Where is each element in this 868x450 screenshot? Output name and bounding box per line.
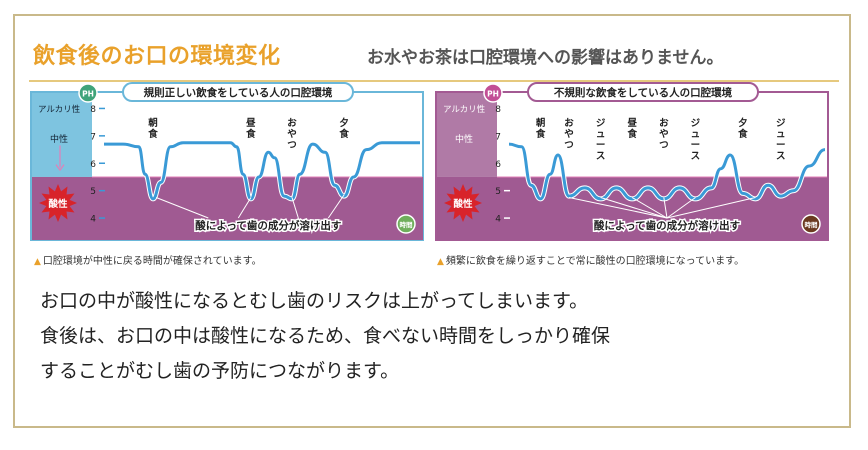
y-tick-label: 8 <box>495 105 501 115</box>
note-regular-text: 口腔環境が中性に戻る時間が確保されています。 <box>42 256 262 267</box>
event-label-char: 朝 <box>536 117 546 129</box>
event-label-char: や <box>564 129 574 140</box>
event-label-char: ジ <box>776 118 786 129</box>
neutral-label: 中性 <box>455 133 473 145</box>
header: 飲食後のお口の環境変化 お水やお茶は口腔環境への影響はありません。 <box>29 38 839 82</box>
annotation-leader <box>631 197 668 219</box>
annotation-leader <box>666 197 696 219</box>
event-label-char: ュ <box>776 129 786 140</box>
event-label-char: 食 <box>737 128 748 140</box>
event-label-char: 食 <box>245 128 256 140</box>
alkaline-label: アルカリ性 <box>38 104 81 115</box>
annotation-leader <box>237 197 252 219</box>
chart-title-banner <box>527 82 759 102</box>
y-tick-label: 7 <box>90 132 96 142</box>
y-tick-label: 5 <box>495 187 501 197</box>
event-label-char: つ <box>287 140 297 151</box>
annotation-leader <box>291 197 299 219</box>
body-text: お口の中が酸性になるとむし歯のリスクは上がってしまいます。 食後は、お口の中は酸… <box>40 284 830 389</box>
event-label-char: ー <box>596 140 606 151</box>
annotation-leader <box>663 197 668 219</box>
event-label-char: お <box>564 118 574 129</box>
ph-badge <box>78 83 98 103</box>
acid-burst-icon <box>444 184 482 222</box>
neutral-label: 中性 <box>50 133 68 145</box>
event-label-char: ジ <box>596 118 606 129</box>
chart-svg: 規則正しい飲食をしている人の口腔環境PH87654アルカリ性中性酸性朝食昼食おや… <box>30 82 424 241</box>
event-label-char: や <box>659 129 669 140</box>
annotation-leader <box>327 194 345 219</box>
y-tick-label: 7 <box>495 132 501 142</box>
event-label-char: つ <box>564 140 574 151</box>
annotation-text: 酸によって歯の成分が溶け出す <box>594 219 740 232</box>
time-badge <box>396 214 416 234</box>
page-subtitle: お水やお茶は口腔環境への影響はありません。 <box>367 48 724 68</box>
acid-burst-icon <box>39 184 77 222</box>
ph-badge <box>483 83 503 103</box>
chart-svg: 不規則な飲食をしている人の口腔環境PH87654アルカリ性中性酸性朝食おやつジュ… <box>435 82 829 241</box>
time-badge <box>801 214 821 234</box>
event-label-char: 夕 <box>339 117 349 129</box>
time-badge-label: 時間 <box>805 220 819 229</box>
y-tick-label: 5 <box>90 187 96 197</box>
event-label-char: ー <box>691 140 701 151</box>
body-line-1: お口の中が酸性になるとむし歯のリスクは上がってしまいます。 <box>40 290 589 312</box>
event-label-char: 昼 <box>246 118 256 129</box>
annotation-leader <box>568 197 668 219</box>
event-label-char: ス <box>776 151 786 162</box>
event-label-char: 食 <box>147 128 158 140</box>
annotation-leader <box>600 197 668 219</box>
event-label-char: ー <box>776 140 786 151</box>
event-label-char: ュ <box>596 129 606 140</box>
triangle-icon: ▲ <box>34 257 41 267</box>
event-label-char: 夕 <box>738 117 748 129</box>
event-label-char: お <box>659 118 669 129</box>
acid-label: 酸性 <box>48 198 68 210</box>
note-regular: ▲口腔環境が中性に戻る時間が確保されています。 <box>34 252 262 267</box>
event-label-char: ス <box>596 151 606 162</box>
y-tick-label: 8 <box>90 105 96 115</box>
event-label-char: 食 <box>626 128 637 140</box>
chart-title: 規則正しい飲食をしている人の口腔環境 <box>144 86 333 99</box>
alkaline-label: アルカリ性 <box>443 104 486 115</box>
annotation-leader <box>155 197 209 219</box>
triangle-icon: ▲ <box>437 257 444 267</box>
y-tick-label: 6 <box>90 160 96 170</box>
y-tick-label: 4 <box>495 215 501 225</box>
alkaline-zone <box>437 93 497 177</box>
page-title: 飲食後のお口の環境変化 <box>33 44 281 69</box>
event-label-char: つ <box>659 140 669 151</box>
event-label-char: お <box>287 118 297 129</box>
body-line-2: 食後は、お口の中は酸性になるため、食べない時間をしっかり確保 <box>40 325 611 347</box>
note-irregular: ▲頻繁に飲食を繰り返すことで常に酸性の口腔環境になっています。 <box>437 252 744 267</box>
event-label-char: 昼 <box>627 118 637 129</box>
chart-title: 不規則な飲食をしている人の口腔環境 <box>554 86 733 99</box>
event-label-char: ス <box>691 151 701 162</box>
note-irregular-text: 頻繁に飲食を繰り返すことで常に酸性の口腔環境になっています。 <box>445 256 745 267</box>
acid-label: 酸性 <box>453 198 473 210</box>
event-label-char: 食 <box>338 128 349 140</box>
event-label-char: 食 <box>535 128 546 140</box>
annotation-leader <box>666 197 756 219</box>
event-label-char: や <box>287 129 297 140</box>
event-label-char: ジ <box>691 118 701 129</box>
ph-badge-label: PH <box>487 90 499 99</box>
time-badge-label: 時間 <box>400 220 414 229</box>
body-line-3: することがむし歯の予防につながります。 <box>40 360 400 382</box>
annotation-text: 酸によって歯の成分が溶け出す <box>195 219 341 232</box>
neutral-arrow-head <box>55 164 65 172</box>
y-tick-label: 4 <box>90 215 96 225</box>
chart-title-banner <box>122 82 354 102</box>
event-label-char: ュ <box>691 129 701 140</box>
y-tick-label: 6 <box>495 160 501 170</box>
ph-badge-label: PH <box>82 90 94 99</box>
event-label-char: 朝 <box>148 117 158 129</box>
alkaline-zone <box>32 93 92 177</box>
